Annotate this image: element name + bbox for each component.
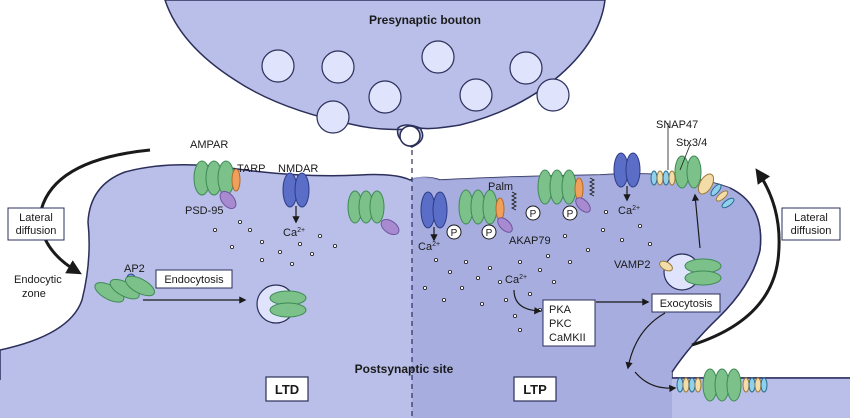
calcium-dots-ltp: [422, 209, 653, 332]
phospho-badge: P: [562, 205, 578, 221]
psd95-label: PSD-95: [185, 205, 224, 217]
vesicle: [368, 80, 402, 114]
phospho-badge: P: [446, 224, 462, 240]
lateral-diffusion-arrow-left: [38, 148, 151, 275]
phospho-p: P: [567, 209, 574, 220]
exocytosis-down-arrow: [625, 312, 666, 370]
ca-label-ltp-2: Ca2+: [618, 205, 640, 217]
vesicle: [421, 40, 455, 74]
lateral-right-line2: diffusion: [791, 225, 832, 237]
ca-to-kinases-arrow: [513, 289, 542, 315]
exocytosis-insertion-arrow: [691, 193, 701, 249]
vesicle: [509, 51, 543, 85]
ltd-badge: LTD: [265, 376, 309, 402]
snare-complex: [650, 155, 735, 209]
endocytosis-box: Endocytosis: [155, 269, 233, 289]
vesicle: [459, 78, 493, 112]
surface-delivery-arrow: [634, 371, 677, 393]
tarp-label: TARP: [237, 163, 266, 175]
akap79-label: AKAP79: [509, 235, 551, 247]
stx34-label: Stx3/4: [676, 137, 707, 149]
ltp-label: LTP: [523, 382, 547, 397]
lateral-left-line1: Lateral: [19, 212, 53, 224]
surface-ampar-snare: [676, 368, 768, 402]
ltp-badge: LTP: [513, 376, 557, 402]
palm-label: Palm: [488, 181, 513, 193]
phospho-p: P: [486, 228, 493, 239]
presynaptic-vesicles: [261, 40, 570, 134]
ca-label-ltp-3: Ca2+: [505, 274, 527, 286]
nmdar-label: NMDAR: [278, 163, 318, 175]
palmitoyl-chain: [588, 177, 596, 197]
lateral-right-line1: Lateral: [794, 212, 828, 224]
fusion-pore-vesicle: [399, 125, 421, 147]
vesicle: [321, 50, 355, 84]
ampar-phosphorylated-1: [458, 189, 505, 225]
calcium-dots-ltd: [212, 219, 337, 266]
nmdar-receptor-ltp: [420, 191, 448, 242]
ampar-label: AMPAR: [190, 139, 228, 151]
presynaptic-label: Presynaptic bouton: [369, 13, 481, 27]
endocytic-vesicle: [256, 284, 307, 324]
endocytosis-label: Endocytosis: [164, 274, 224, 286]
exocytosis-label: Exocytosis: [660, 298, 713, 310]
phospho-badge: P: [525, 205, 541, 221]
postsynaptic-label: Postsynaptic site: [355, 362, 454, 376]
ltd-label: LTD: [275, 382, 299, 397]
vesicle: [261, 49, 295, 83]
vamp2-vesicle: [659, 253, 722, 291]
phospho-p: P: [530, 209, 537, 220]
vesicle: [536, 78, 570, 112]
lateral-diffusion-right-box: Lateral diffusion: [781, 207, 841, 241]
nmdar-receptor-ltd: [282, 172, 310, 224]
exocytosis-box: Exocytosis: [651, 293, 721, 313]
vamp2-label: VAMP2: [614, 259, 650, 271]
kinase-camkii: CaMKII: [549, 332, 586, 344]
kinase-pkc: PKC: [549, 318, 572, 330]
endocytic-line1: Endocytic: [14, 274, 62, 286]
ampar-receptor-ltd: [193, 160, 241, 210]
ca-label-ltd: Ca2+: [283, 227, 305, 239]
stx34-leader: [679, 144, 691, 171]
lateral-diffusion-left-box: Lateral diffusion: [7, 207, 65, 241]
phospho-badge: P: [481, 224, 497, 240]
lateral-diffusion-arrow-right: [691, 168, 781, 347]
endocytic-line2: zone: [22, 288, 46, 300]
psd95-ltp: [497, 217, 513, 233]
ampar-phosphorylated-2: [537, 169, 591, 213]
ampar-receptor-diffusing: [347, 190, 400, 236]
phospho-p: P: [451, 228, 458, 239]
vesicle: [316, 100, 350, 134]
palmitoyl-chain: [510, 191, 518, 211]
ampar-endocytic-zone: [94, 275, 155, 303]
kinase-box: PKA PKC CaMKII: [542, 299, 596, 347]
ltp-region-shade: [412, 173, 761, 418]
nmdar-receptor-ltp-right: [613, 152, 641, 202]
ca-label-ltp-1: Ca2+: [418, 241, 440, 253]
kinase-pka: PKA: [549, 304, 572, 316]
ap2-label: AP2: [124, 263, 145, 275]
snap47-label: SNAP47: [656, 119, 698, 131]
lateral-left-line2: diffusion: [16, 225, 57, 237]
